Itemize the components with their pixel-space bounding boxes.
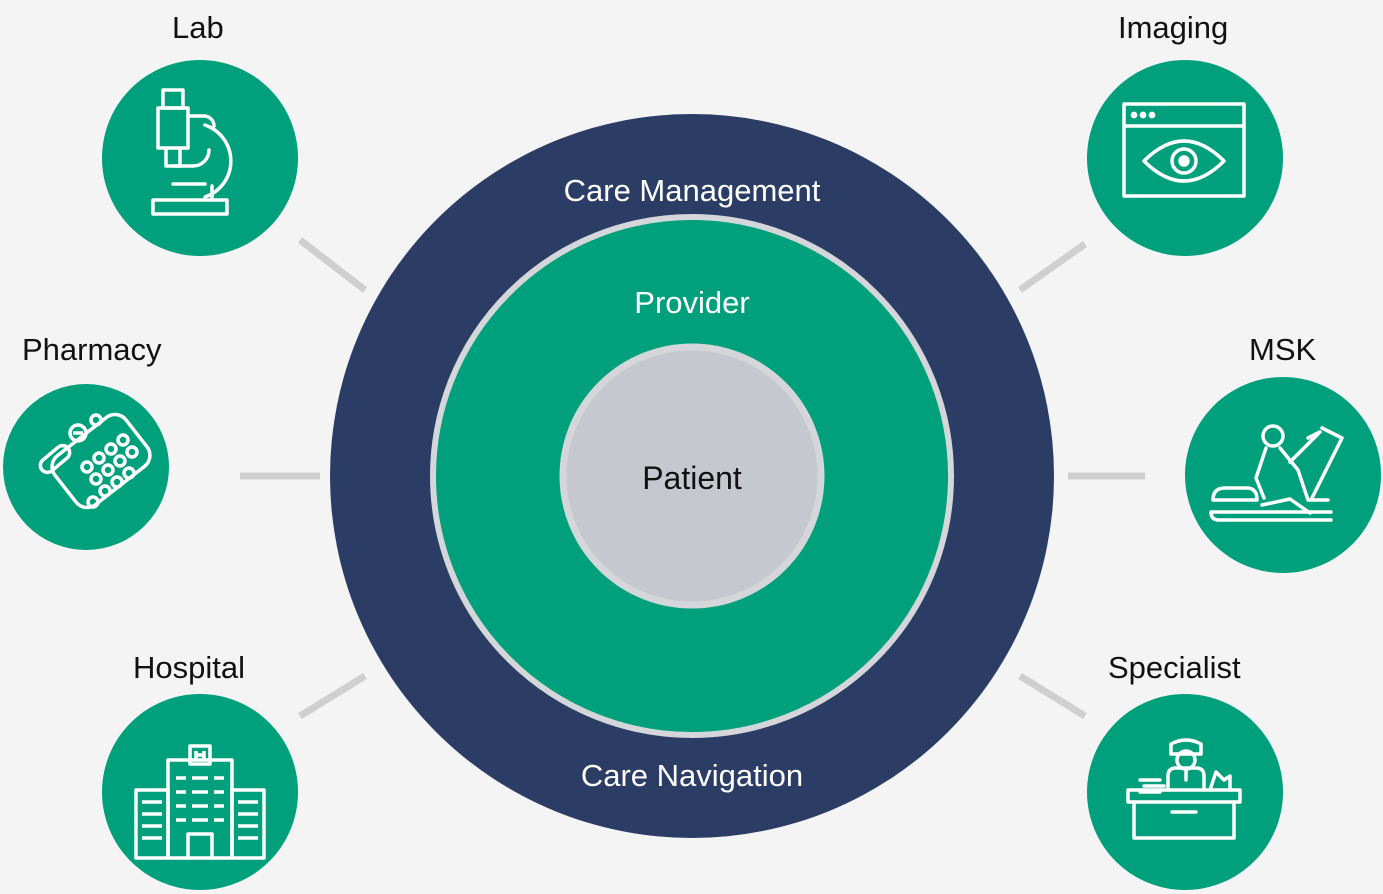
node-circle-msk — [1185, 377, 1381, 573]
center-patient — [559, 343, 825, 609]
label-care-navigation: Care Navigation — [580, 758, 804, 793]
label-msk: MSK — [1249, 332, 1317, 367]
pill-blister-icon — [38, 412, 152, 510]
connector-imaging — [1017, 241, 1088, 293]
connector-lab — [297, 237, 368, 293]
label-pharmacy: Pharmacy — [22, 332, 162, 367]
hospital-building-icon — [134, 744, 266, 860]
label-hospital: Hospital — [133, 650, 245, 685]
eye-screen-icon — [1122, 102, 1246, 198]
node-circle-lab — [102, 60, 298, 256]
doctor-desk-icon — [1126, 738, 1242, 840]
physiotherapy-icon — [1209, 424, 1344, 522]
label-imaging: Imaging — [1118, 10, 1229, 45]
label-care-management: Care Management — [563, 173, 821, 208]
label-specialist: Specialist — [1108, 650, 1241, 685]
microscope-icon — [151, 88, 233, 216]
connector-hospital — [298, 673, 367, 719]
connectors — [240, 237, 1145, 719]
node-circle-specialist — [1087, 694, 1283, 890]
label-provider: Provider — [634, 285, 750, 320]
label-lab: Lab — [172, 10, 224, 45]
connector-specialist — [1018, 673, 1087, 719]
node-circle-pharmacy — [3, 384, 169, 550]
label-patient: Patient — [642, 460, 742, 496]
